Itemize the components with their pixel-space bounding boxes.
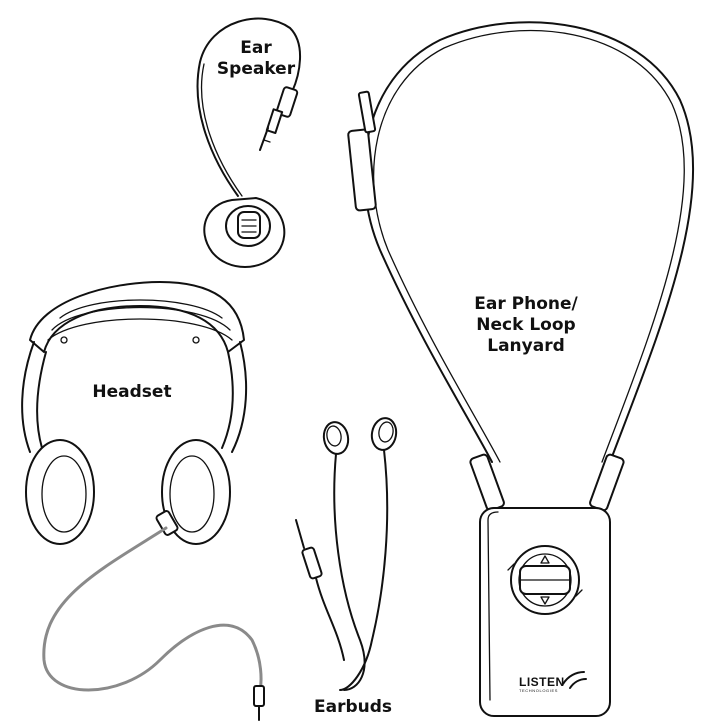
neck-loop-label-line1: Ear Phone/ bbox=[456, 294, 596, 315]
listen-logo: LISTEN TECHNOLOGIES bbox=[519, 676, 579, 693]
ear-speaker-label-line2: Speaker bbox=[206, 59, 306, 80]
headset-illustration bbox=[22, 282, 246, 544]
ear-speaker-label-line1: Ear bbox=[206, 38, 306, 59]
earbuds-label: Earbuds bbox=[298, 697, 408, 718]
headset-cord bbox=[44, 528, 261, 692]
ear-speaker-label: Ear Speaker bbox=[206, 38, 306, 80]
neck-loop-label-line2: Neck Loop bbox=[456, 315, 596, 336]
neck-loop-label-line3: Lanyard bbox=[456, 336, 596, 357]
neck-loop-label: Ear Phone/ Neck Loop Lanyard bbox=[456, 294, 596, 357]
headset-label: Headset bbox=[72, 382, 192, 403]
earbuds-illustration bbox=[296, 416, 399, 690]
listen-logo-text: LISTEN bbox=[519, 676, 579, 688]
neck-loop-illustration bbox=[348, 22, 693, 716]
headset-plug bbox=[254, 686, 264, 706]
listen-logo-subtext: TECHNOLOGIES bbox=[519, 688, 579, 693]
